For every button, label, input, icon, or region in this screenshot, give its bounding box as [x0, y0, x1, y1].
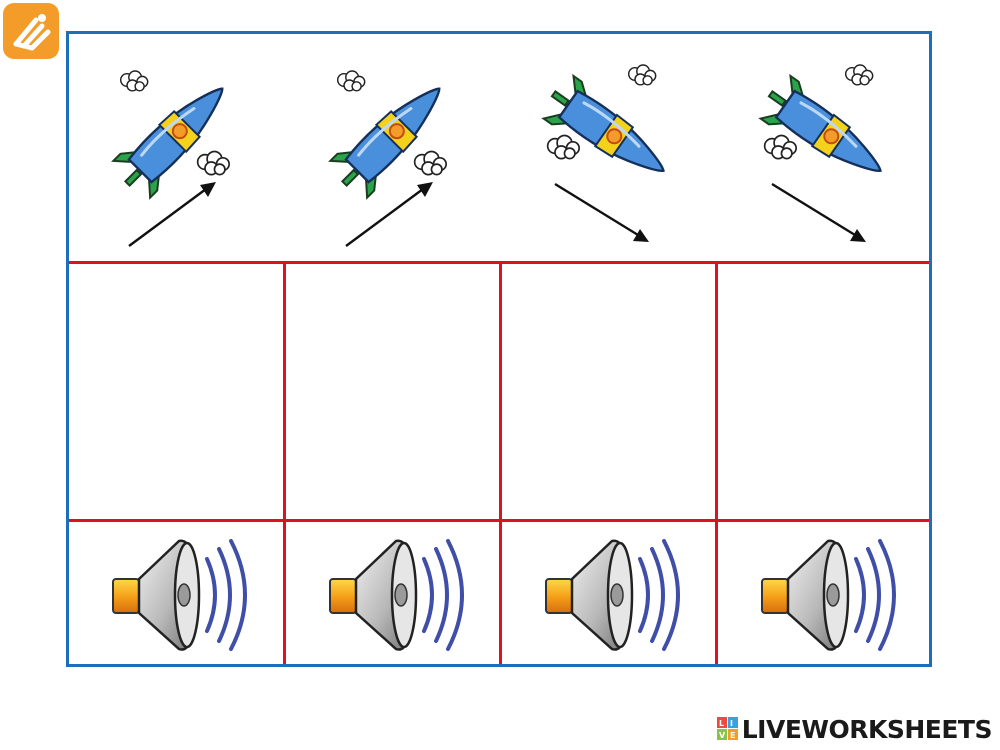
speaker-icon: [545, 539, 680, 651]
rocket-cell-2: [286, 34, 501, 262]
liveworksheets-app-icon[interactable]: [2, 2, 60, 60]
liveworksheets-logo-icon: L I V E: [716, 717, 738, 740]
footer-brand[interactable]: L I V E LIVEWORKSHEETS: [716, 714, 993, 744]
grid-column-divider-1: [283, 262, 286, 664]
arrow-up-right-icon: [128, 182, 216, 247]
rocket-up-icon: [111, 70, 230, 247]
arrow-down-right-icon: [554, 182, 649, 242]
worksheet-frame: [66, 31, 932, 667]
grid-column-divider-2: [499, 262, 502, 664]
arrow-down-right-icon: [771, 182, 866, 242]
sound-button-4[interactable]: [718, 523, 931, 664]
svg-text:L: L: [719, 719, 724, 728]
brand-wordmark: LIVEWORKSHEETS: [741, 714, 993, 744]
rocket-up-icon: [328, 70, 447, 247]
rocket-cell-4: [720, 34, 935, 262]
rocket-row: [69, 34, 929, 262]
svg-text:I: I: [730, 719, 733, 728]
speaker-icon: [761, 539, 896, 651]
grid-column-divider-3: [715, 262, 718, 664]
sound-button-1[interactable]: [69, 523, 282, 664]
svg-text:V: V: [719, 731, 726, 740]
speaker-icon: [112, 539, 247, 651]
answer-drop-box-2[interactable]: [286, 265, 499, 520]
rocket-down-icon: [541, 64, 665, 242]
answer-drop-box-1[interactable]: [69, 265, 282, 520]
arrow-up-right-icon: [345, 182, 433, 247]
sound-button-3[interactable]: [502, 523, 715, 664]
rocket-cell-1: [69, 34, 284, 262]
sound-button-2[interactable]: [286, 523, 499, 664]
rocket-down-icon: [758, 64, 882, 242]
speaker-icon: [329, 539, 464, 651]
answer-drop-box-4[interactable]: [718, 265, 931, 520]
answer-drop-box-3[interactable]: [502, 265, 715, 520]
svg-text:E: E: [730, 731, 735, 740]
rocket-cell-3: [503, 34, 718, 262]
